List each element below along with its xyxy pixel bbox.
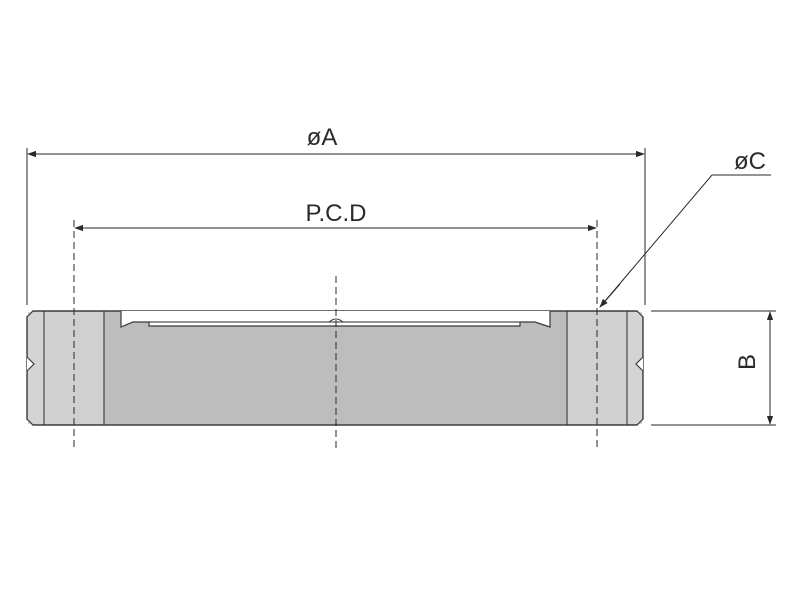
left-rim: [28, 312, 44, 424]
flange-body: [26, 310, 644, 426]
hole-diameter-label: øC: [734, 148, 766, 175]
left-notch: [26, 356, 35, 372]
right-notch: [635, 356, 644, 372]
outer-diameter-label: øA: [307, 124, 338, 151]
flange-cross-section: [26, 310, 644, 426]
thickness-label: B: [734, 354, 761, 370]
pcd-label: P.C.D: [306, 200, 367, 227]
right-rim: [627, 312, 642, 424]
hole-diameter-leader-line: [599, 174, 771, 308]
